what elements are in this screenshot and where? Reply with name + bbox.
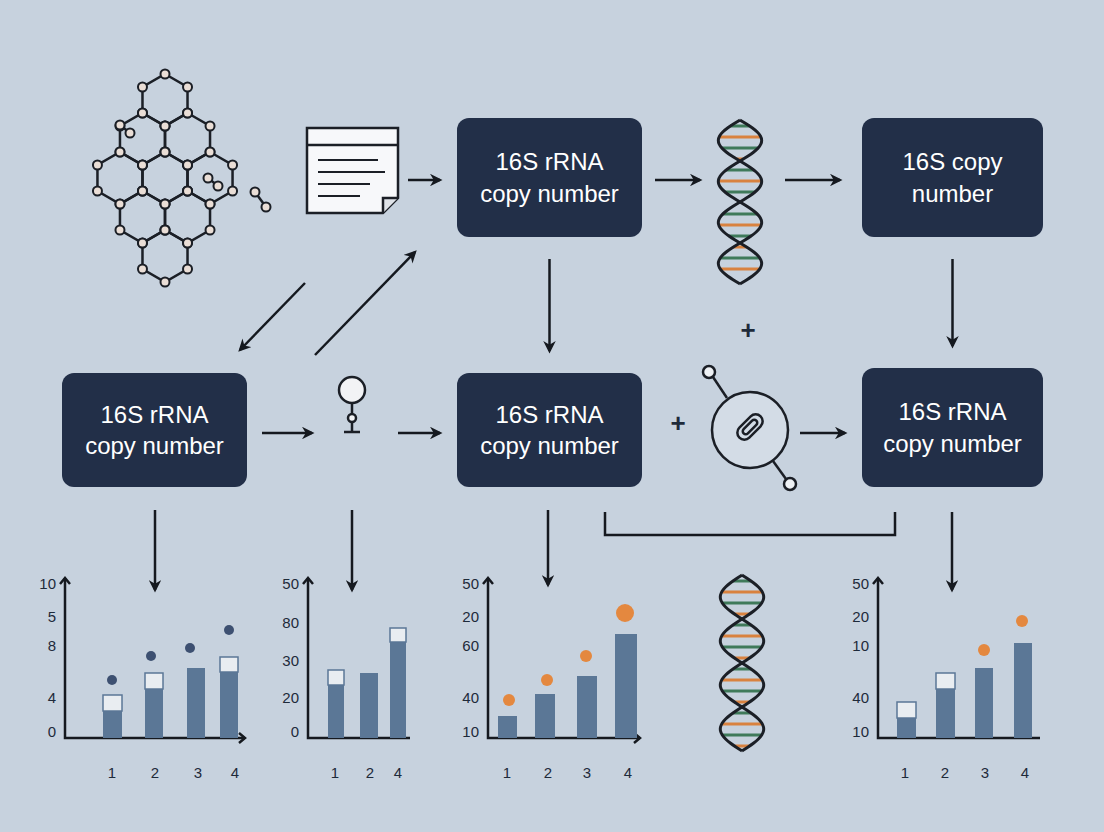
molecule-icon [93,70,271,287]
box-label: 16S rRNA copy number [862,396,1043,458]
document-icon [307,128,398,213]
flow-arrow [951,259,954,346]
axis-tick-label: 10 [39,576,56,591]
flow-arrow [548,259,551,351]
sensor-icon [703,366,796,490]
process-box: 16S rRNA copy number [862,368,1043,487]
axis-tick-label: 50 [852,576,869,591]
axis-tick-label: 10 [852,638,869,653]
bracket [605,512,895,535]
box-label: 16S rRNA copy number [457,399,642,461]
axis-tick-label: 10 [462,724,479,739]
dna-helix [720,575,763,751]
box-label: 16S copy number [862,146,1043,208]
box-label: 16S rRNA copy number [457,146,642,208]
bar-chart [303,578,410,738]
bar-chart [483,578,640,743]
dna-helix [718,120,762,284]
axis-tick-label: 50 [462,576,479,591]
axis-tick-label: 3 [583,765,591,780]
axis-tick-label: 4 [1021,765,1029,780]
plus-sign: + [670,410,685,436]
axis-tick-label: 1 [901,765,909,780]
axis-tick-label: 10 [852,724,869,739]
axis-tick-label: 20 [282,690,299,705]
axis-tick-label: 4 [624,765,632,780]
axis-tick-label: 3 [981,765,989,780]
bar-chart [60,578,245,743]
axis-tick-label: 20 [852,609,869,624]
axis-tick-label: 20 [462,609,479,624]
axis-tick-label: 30 [282,653,299,668]
axis-tick-label: 60 [462,638,479,653]
axis-tick-label: 2 [941,765,949,780]
axis-tick-label: 5 [48,609,56,624]
process-box: 16S rRNA copy number [62,373,247,487]
box-label: 16S rRNA copy number [62,399,247,461]
bar-chart [873,578,1040,738]
process-box: 16S rRNA copy number [457,118,642,237]
axis-tick-label: 2 [366,765,374,780]
probe-icon [339,377,365,432]
axis-tick-label: 4 [394,765,402,780]
axis-tick-label: 2 [544,765,552,780]
axis-tick-label: 2 [151,765,159,780]
flow-arrow [155,180,952,590]
axis-tick-label: 3 [194,765,202,780]
axis-tick-label: 40 [462,690,479,705]
axis-tick-label: 80 [282,615,299,630]
axis-tick-label: 1 [331,765,339,780]
axis-tick-label: 0 [291,724,299,739]
process-box: 16S copy number [862,118,1043,237]
plus-sign: + [740,317,755,343]
axis-tick-label: 0 [48,724,56,739]
axis-tick-label: 4 [48,690,56,705]
axis-tick-label: 8 [48,638,56,653]
axis-tick-label: 1 [503,765,511,780]
axis-tick-label: 50 [282,576,299,591]
axis-tick-label: 40 [852,690,869,705]
axis-tick-label: 1 [108,765,116,780]
process-box: 16S rRNA copy number [457,373,642,487]
axis-tick-label: 4 [231,765,239,780]
